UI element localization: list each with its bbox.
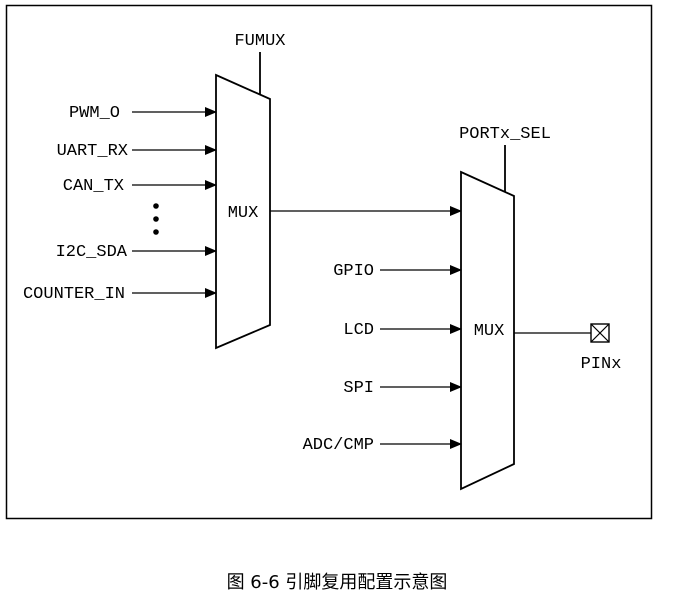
input-label-adc-cmp: ADC/CMP (303, 436, 374, 455)
right-mux-input-spi: SPI (343, 379, 462, 398)
left-mux-input-uart-rx: UART_RX (57, 142, 217, 161)
figure-caption: 图 6-6 引脚复用配置示意图 (227, 572, 448, 593)
input-label-lcd: LCD (343, 321, 374, 340)
left-mux-control-label: FUMUX (234, 32, 285, 51)
left-mux-label: MUX (228, 204, 259, 223)
right-mux-input-lcd: LCD (343, 321, 462, 340)
input-label-spi: SPI (343, 379, 374, 398)
input-label-can-tx: CAN_TX (63, 177, 124, 196)
right-mux-label: MUX (474, 322, 505, 341)
left-mux-input-counter-in: COUNTER_IN (23, 285, 217, 304)
vertical-ellipsis-icon (153, 203, 159, 235)
input-label-pwm: PWM_O (69, 104, 120, 123)
input-label-gpio: GPIO (333, 262, 374, 281)
output-pin-icon (590, 323, 610, 343)
right-mux-control-label: PORTx_SEL (459, 125, 551, 144)
right-mux-input-adc-cmp: ADC/CMP (303, 436, 462, 455)
diagram-frame (5, 4, 653, 520)
input-label-uart-rx: UART_RX (57, 142, 128, 161)
output-pin-label: PINx (581, 355, 622, 374)
input-label-i2c-sda: I2C_SDA (56, 243, 128, 262)
left-mux-input-pwm: PWM_O (69, 104, 217, 123)
left-mux-input-can-tx: CAN_TX (63, 177, 217, 196)
left-mux-trapezoid (215, 73, 271, 350)
right-mux-input-gpio: GPIO (333, 262, 462, 281)
left-mux-input-i2c-sda: I2C_SDA (56, 243, 217, 262)
input-label-counter-in: COUNTER_IN (23, 285, 125, 304)
